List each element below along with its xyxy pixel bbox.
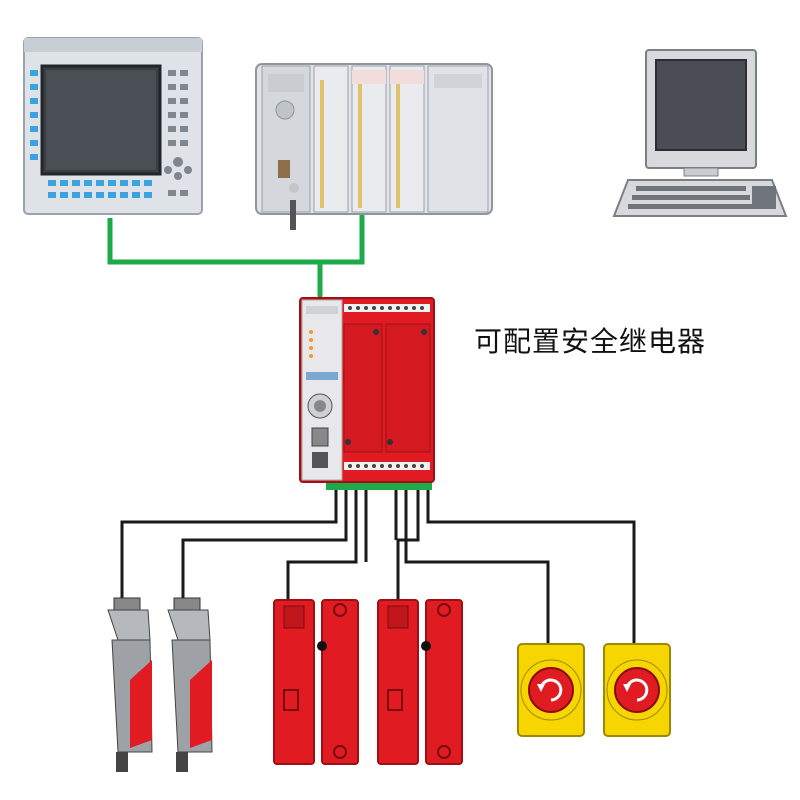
emergency-stop-icon [603, 643, 671, 737]
light-curtain-icon [167, 597, 213, 772]
hmi-panel-icon [23, 37, 203, 215]
desktop-computer-icon [612, 49, 788, 217]
io-wiring [120, 490, 636, 645]
configurable-safety-relay-icon [299, 297, 435, 483]
interlock-switch-icon [273, 599, 359, 765]
emergency-stop-icon [517, 643, 585, 737]
interlock-switch-icon [377, 599, 463, 765]
light-curtain-icon [107, 597, 153, 772]
plc-rack-icon [255, 63, 493, 230]
safety-relay-label: 可配置安全继电器 [474, 325, 707, 358]
